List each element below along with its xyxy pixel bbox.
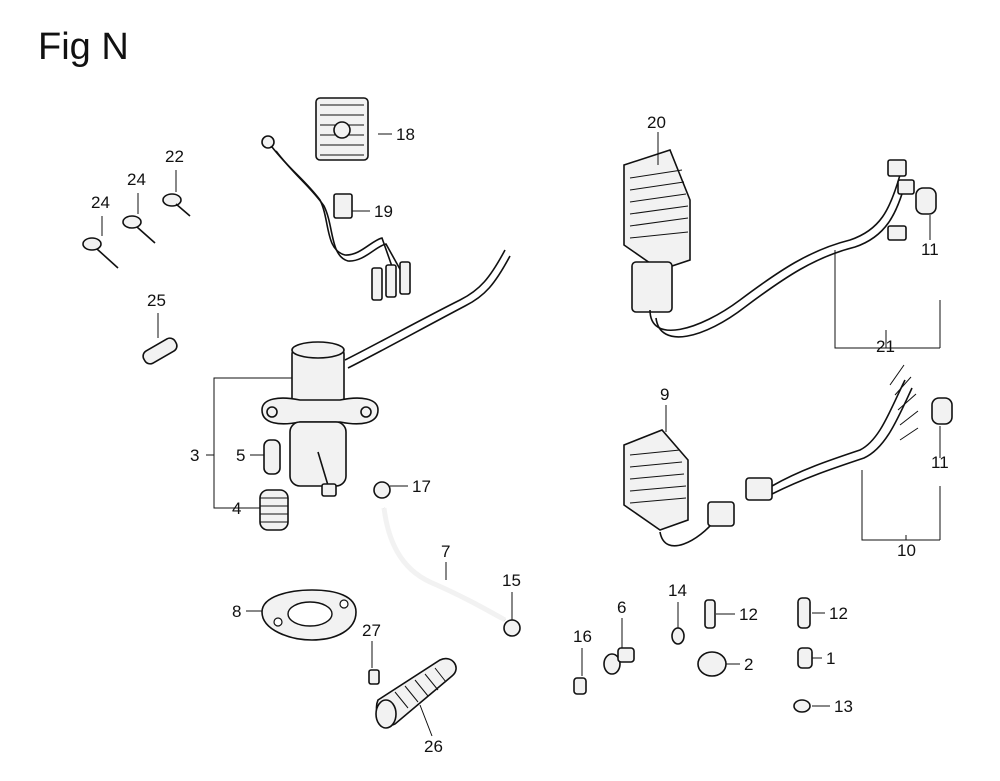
part-17-terminal <box>573 677 587 695</box>
callout-15: 14 <box>668 581 687 600</box>
callout-13: 12 <box>739 605 758 624</box>
callout-21: 20 <box>647 113 666 132</box>
bracket-22 <box>834 250 941 349</box>
part-1-nut <box>797 647 813 669</box>
callout-6: 6 <box>617 598 626 617</box>
callout-4: 4 <box>232 499 241 518</box>
callout-16: 15 <box>502 571 521 590</box>
callout-18: 17 <box>412 477 431 496</box>
part-4-spring <box>259 489 289 531</box>
part-6-fitting <box>603 647 635 675</box>
callout-11-a: 11 <box>921 240 939 259</box>
callout-14: 13 <box>834 697 853 716</box>
callout-25: 25 <box>147 291 166 310</box>
callout-23: 22 <box>165 147 184 166</box>
callout-19: 18 <box>396 125 415 144</box>
part-25-dowel <box>142 337 178 365</box>
part-8-gasket <box>261 589 357 641</box>
callout-8: 8 <box>232 602 241 621</box>
part-19-regulator <box>315 97 369 161</box>
part-24-bolt-b <box>82 237 119 269</box>
part-26-hose <box>375 657 457 729</box>
part-24-bolt-a <box>122 215 156 244</box>
part-27-screw <box>368 669 380 685</box>
callout-17: 16 <box>573 627 592 646</box>
part-5-pin <box>263 439 281 475</box>
callout-22: 21 <box>876 337 895 356</box>
callout-7: 7 <box>441 542 450 561</box>
part-18-clip <box>373 481 391 499</box>
leader-lines <box>101 132 941 737</box>
callout-5: 5 <box>236 446 245 465</box>
callout-3: 3 <box>190 446 199 465</box>
part-23-bolt <box>162 193 191 217</box>
part-2-cap <box>697 651 727 677</box>
part-12-bolt <box>797 597 811 629</box>
part-13-screw <box>704 599 716 629</box>
part-7-tube <box>383 507 506 621</box>
bracket-10 <box>861 470 941 541</box>
callout-27: 27 <box>362 621 381 640</box>
callout-12: 12 <box>829 604 848 623</box>
callout-24-b: 24 <box>91 193 110 212</box>
part-14-washer <box>793 699 811 713</box>
part-11-sleeve-b <box>931 397 953 425</box>
part-3-solenoid-assembly <box>261 249 511 497</box>
callout-24-a: 24 <box>127 170 146 189</box>
part-21-rectifier <box>623 149 915 338</box>
part-15-washer <box>671 627 685 645</box>
callout-10: 10 <box>897 541 916 560</box>
callout-labels: 18 19 22 24 24 25 3 5 4 8 17 7 15 27 26 … <box>91 113 949 756</box>
part-16-clip <box>503 619 521 637</box>
callout-11-b: 11 <box>931 453 949 472</box>
part-9-regulator <box>623 364 919 547</box>
callout-9: 9 <box>660 385 669 404</box>
part-20-wire-connector <box>261 135 411 301</box>
part-11-sleeve-a <box>915 187 937 215</box>
callout-20: 19 <box>374 202 393 221</box>
callout-26: 26 <box>424 737 443 756</box>
callout-2: 2 <box>744 655 753 674</box>
figure-title: Fig N <box>38 26 129 68</box>
callout-1: 1 <box>826 649 835 668</box>
